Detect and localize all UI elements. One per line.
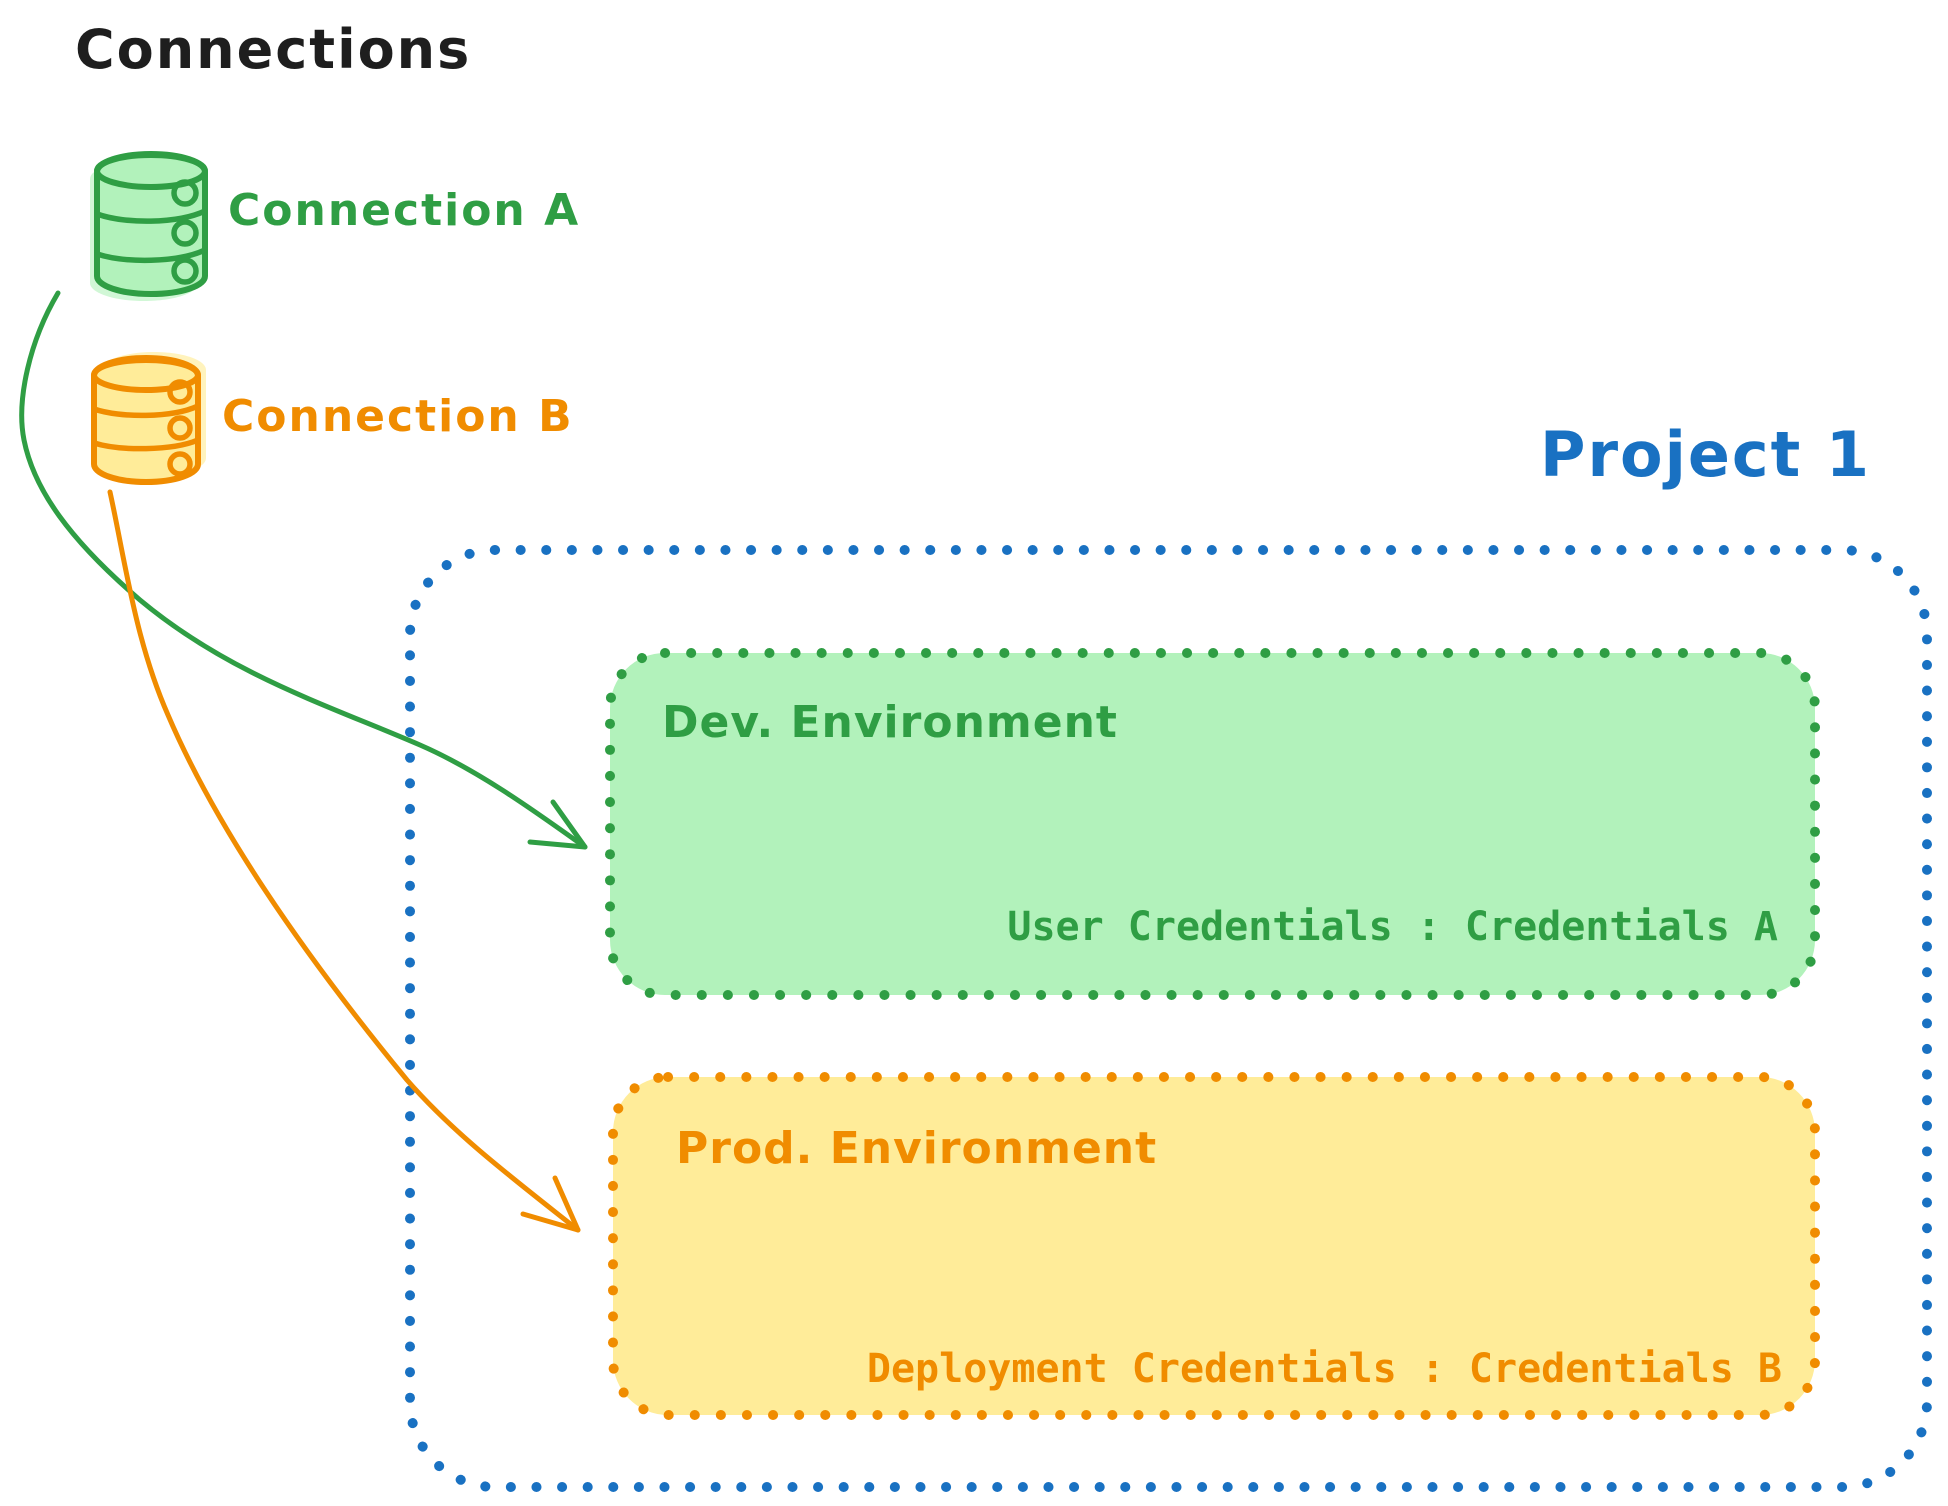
- connection-b-database-icon: [91, 352, 206, 485]
- connections-title: Connections: [75, 18, 472, 81]
- prod-environment-label: Prod. Environment: [676, 1123, 1158, 1174]
- dev-environment-label: Dev. Environment: [662, 697, 1118, 748]
- prod-environment-box: [608, 1072, 1820, 1420]
- connection-a-database-icon: [90, 151, 208, 301]
- dev-environment-box: [605, 648, 1820, 1000]
- arrow-connection-a-to-dev: [19, 290, 588, 850]
- arrow-connection-b-to-prod: [107, 489, 581, 1233]
- dev-credentials-text: User Credentials : Credentials A: [1007, 904, 1778, 950]
- connection-a-label: Connection A: [228, 185, 581, 236]
- project-1-title: Project 1: [1540, 418, 1872, 491]
- prod-credentials-text: Deployment Credentials : Credentials B: [866, 1346, 1782, 1392]
- connection-b-label: Connection B: [222, 391, 574, 442]
- project-1-box: [405, 545, 1932, 1492]
